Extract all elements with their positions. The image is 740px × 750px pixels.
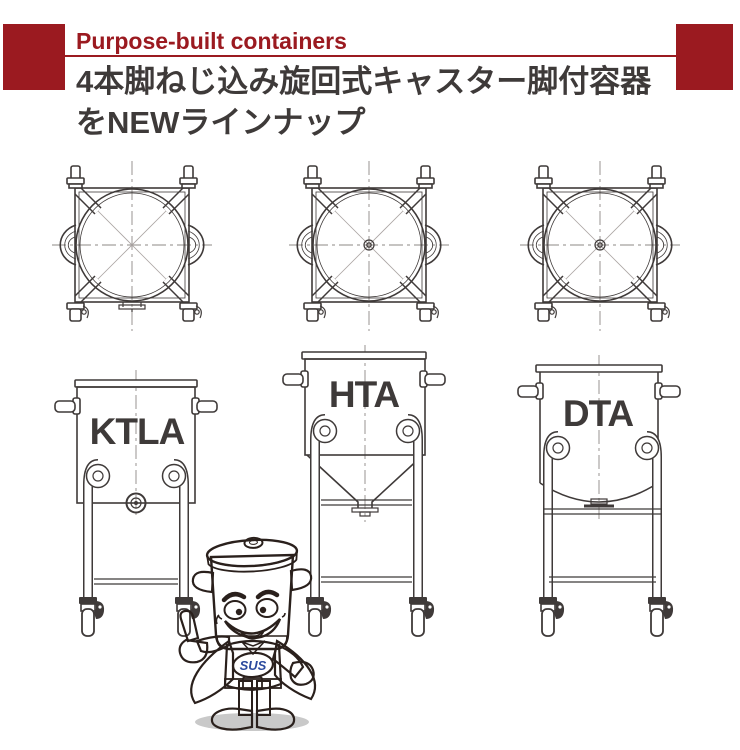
header-rule [65,55,676,57]
page-title-line2: をNEWラインナップ [76,105,366,140]
mascot-right-arm [271,643,315,686]
product-label-ktla: KTLA [89,411,186,452]
accent-block-right [676,24,733,90]
accent-block-left [3,24,65,90]
front-view-hta [282,345,446,637]
pot-left-handle [191,570,215,594]
mascot-pot-head [191,536,313,651]
mascot-pot-character: SUS [178,536,317,731]
front-view-ktla [54,370,218,637]
mascot-left-boot [210,707,254,731]
page-title-line1: 4本脚ねじ込み旋回式キャスター脚付容器 [76,64,652,99]
mascot-legs [210,680,296,731]
front-view-dta [517,355,681,637]
mascot-pointing-finger [179,609,200,643]
left-eyebrow [221,591,247,603]
header-eyebrow: Purpose-built containers [76,28,347,54]
mouth [223,618,282,640]
right-eyebrow [255,589,280,600]
top-view-hta [289,161,449,331]
mascot-cape [190,639,317,705]
product-label-dta: DTA [562,393,634,434]
pot-right-handle [289,568,313,592]
mascot-right-boot [255,707,296,731]
tongue [240,630,265,640]
product-label-hta: HTA [328,374,400,415]
mascot-badge-text: SUS [240,658,267,673]
top-view-dta [520,161,680,331]
mascot-belt [224,678,282,689]
pot-bottom-rim [216,635,288,650]
mascot-face [215,589,286,640]
top-view-ktla [52,161,212,331]
mascot-badge [231,651,275,679]
pot-lid-knob [243,536,264,549]
left-eye [223,600,247,620]
right-eye [255,598,279,618]
technical-drawings [0,150,740,637]
pot-lid [205,536,299,573]
page-title: 4本脚ねじ込み旋回式キャスター脚付容器 をNEWラインナップ [76,61,696,143]
